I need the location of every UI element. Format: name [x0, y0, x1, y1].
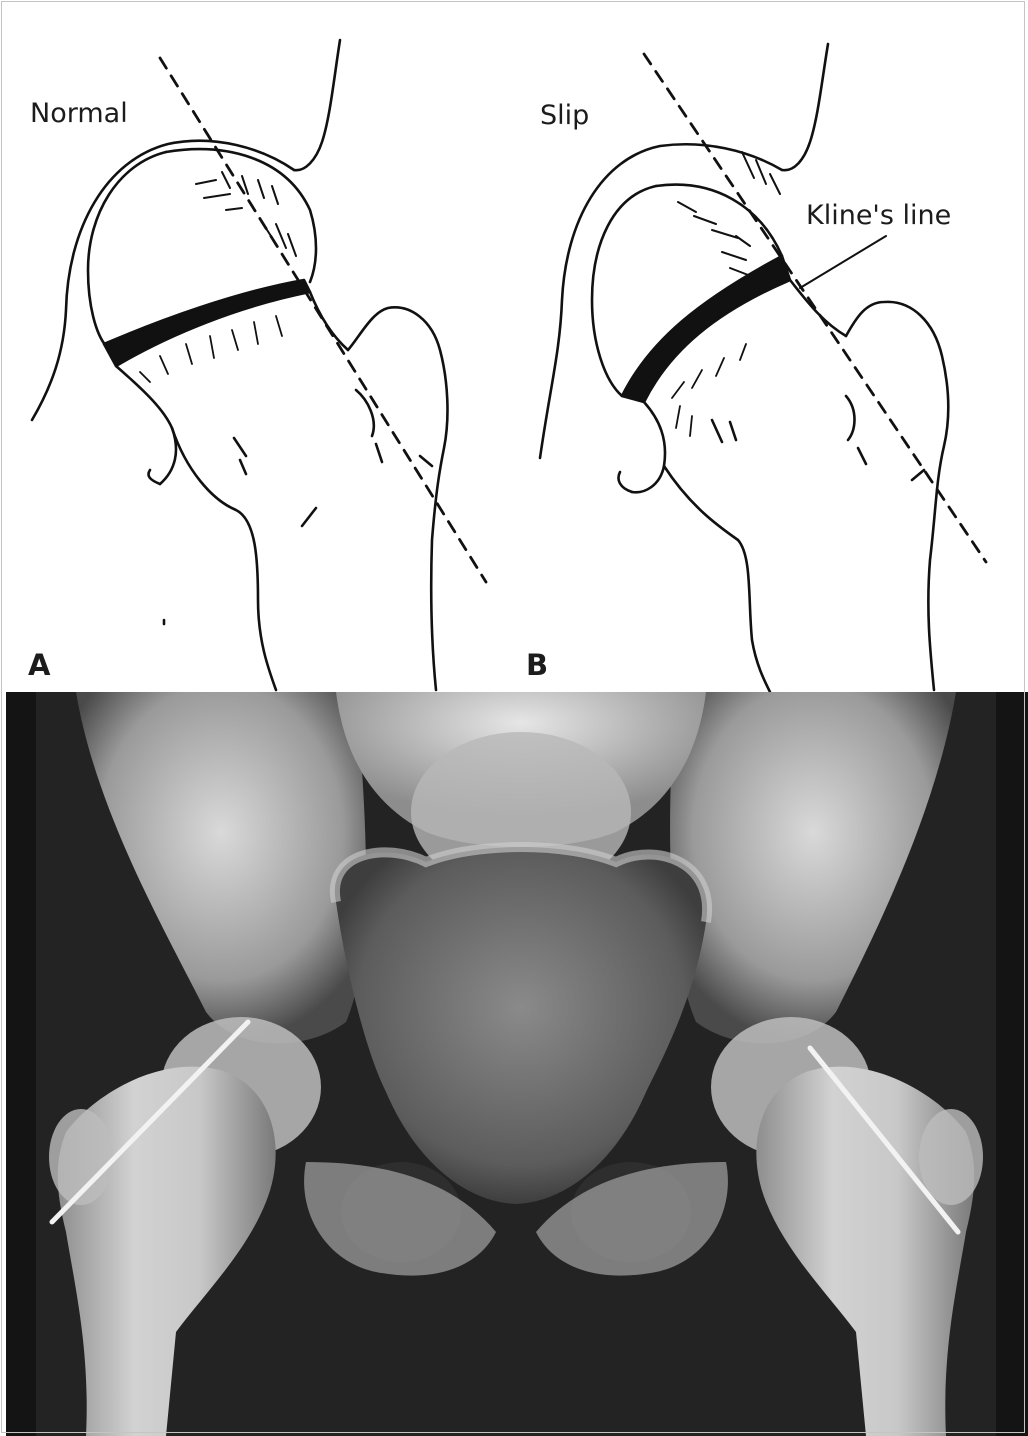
slip-hip-drawing [540, 44, 986, 692]
pelvis-radiograph [6, 692, 1028, 1436]
klines-line-annotation: Kline's line [806, 200, 951, 231]
panel-b-caption: Slip [540, 100, 589, 131]
hip-illustrations [0, 0, 1028, 692]
panel-b-letter: B [526, 648, 548, 682]
panel-a-caption: Normal [30, 98, 128, 129]
normal-hip-drawing [32, 40, 486, 690]
panel-a-letter: A [28, 648, 50, 682]
